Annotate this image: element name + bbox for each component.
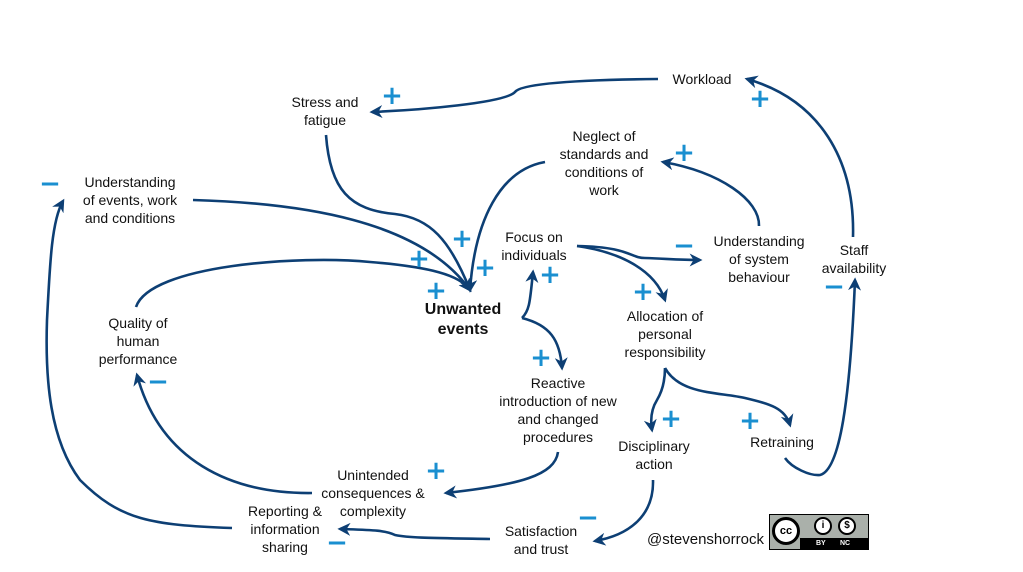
link-reporting-events xyxy=(45,198,233,530)
link-disciplinary-satisfaction xyxy=(592,479,655,546)
polarity-minus-satisfaction-reporting: − xyxy=(326,528,348,558)
link-satisfaction-reporting xyxy=(337,522,491,541)
link-focus-allocation xyxy=(576,244,668,303)
link-allocation-disciplinary xyxy=(643,367,667,433)
polarity-plus-system-neglect: + xyxy=(673,138,695,168)
polarity-plus-unwanted-focus: + xyxy=(539,260,561,290)
polarity-minus-focus-system: − xyxy=(673,231,695,261)
link-events-unwanted xyxy=(192,198,472,293)
polarity-plus-workload-stress: + xyxy=(381,81,403,111)
link-unwanted-reactive xyxy=(521,316,568,371)
link-system-neglect xyxy=(660,157,761,227)
polarity-minus-retraining-staff: − xyxy=(823,272,845,302)
node-quality-of-human-performance: Quality of human performance xyxy=(98,315,178,367)
license-label-bar xyxy=(800,538,868,549)
link-unwanted-focus xyxy=(521,269,539,319)
license-by-label: BY xyxy=(816,540,826,547)
link-allocation-retraining xyxy=(663,367,794,428)
link-focus-system xyxy=(576,244,703,267)
node-unwanted-events: Unwanted events xyxy=(424,301,502,338)
link-unintended-quality xyxy=(133,372,313,495)
link-retraining-staff xyxy=(783,277,862,477)
polarity-plus-reactive-unintended: + xyxy=(425,456,447,486)
node-satisfaction-and-trust: Satisfaction and trust xyxy=(504,523,578,557)
author-handle: @stevenshorrock xyxy=(647,531,764,548)
link-neglect-unwanted xyxy=(464,160,546,293)
node-reporting-information-sharing: Reporting & information sharing xyxy=(248,503,322,555)
node-stress-and-fatigue: Stress and fatigue xyxy=(291,94,359,128)
node-allocation-of-responsibility: Allocation of personal responsibility xyxy=(624,308,706,360)
link-quality-unwanted xyxy=(134,258,472,308)
polarity-plus-stress-unwanted: + xyxy=(451,224,473,254)
link-staff-workload xyxy=(744,75,855,238)
attribution-icon: i xyxy=(814,517,832,535)
link-reactive-unintended xyxy=(443,451,560,499)
link-workload-stress xyxy=(369,77,659,119)
node-retraining: Retraining xyxy=(750,434,814,450)
polarity-plus-focus-allocation: + xyxy=(632,277,654,307)
polarity-plus-unwanted-reactive: + xyxy=(530,343,552,373)
cc-license-badge[interactable]: cc i $ BY NC xyxy=(769,514,869,550)
polarity-plus-staff-workload: + xyxy=(749,84,771,114)
node-neglect-of-standards: Neglect of standards and conditions of w… xyxy=(559,128,649,198)
polarity-plus-events-unwanted: + xyxy=(408,244,430,274)
polarity-plus-quality-unwanted: + xyxy=(425,276,447,306)
polarity-minus-reporting-events: − xyxy=(39,169,61,199)
polarity-plus-neglect-unwanted: + xyxy=(474,253,496,283)
node-focus-on-individuals: Focus on individuals xyxy=(501,229,567,263)
node-understanding-of-system: Understanding of system behaviour xyxy=(713,233,805,285)
cc-icon: cc xyxy=(772,517,800,545)
node-staff-availability: Staff availability xyxy=(821,242,887,276)
polarity-plus-allocation-disciplinary: + xyxy=(660,404,682,434)
node-unintended-consequences: Unintended consequences & complexity xyxy=(321,467,425,519)
polarity-minus-unintended-quality: − xyxy=(147,367,169,397)
node-workload: Workload xyxy=(672,71,732,87)
node-reactive-procedures: Reactive introduction of new and changed… xyxy=(499,375,617,445)
polarity-minus-disciplinary-satisfaction: − xyxy=(577,503,599,533)
node-understanding-of-events: Understanding of events, work and condit… xyxy=(82,174,178,226)
polarity-plus-allocation-retraining: + xyxy=(739,406,761,436)
node-disciplinary-action: Disciplinary action xyxy=(618,438,690,472)
noncommercial-icon: $ xyxy=(838,517,856,535)
license-nc-label: NC xyxy=(840,540,851,547)
link-stress-unwanted xyxy=(324,134,473,293)
